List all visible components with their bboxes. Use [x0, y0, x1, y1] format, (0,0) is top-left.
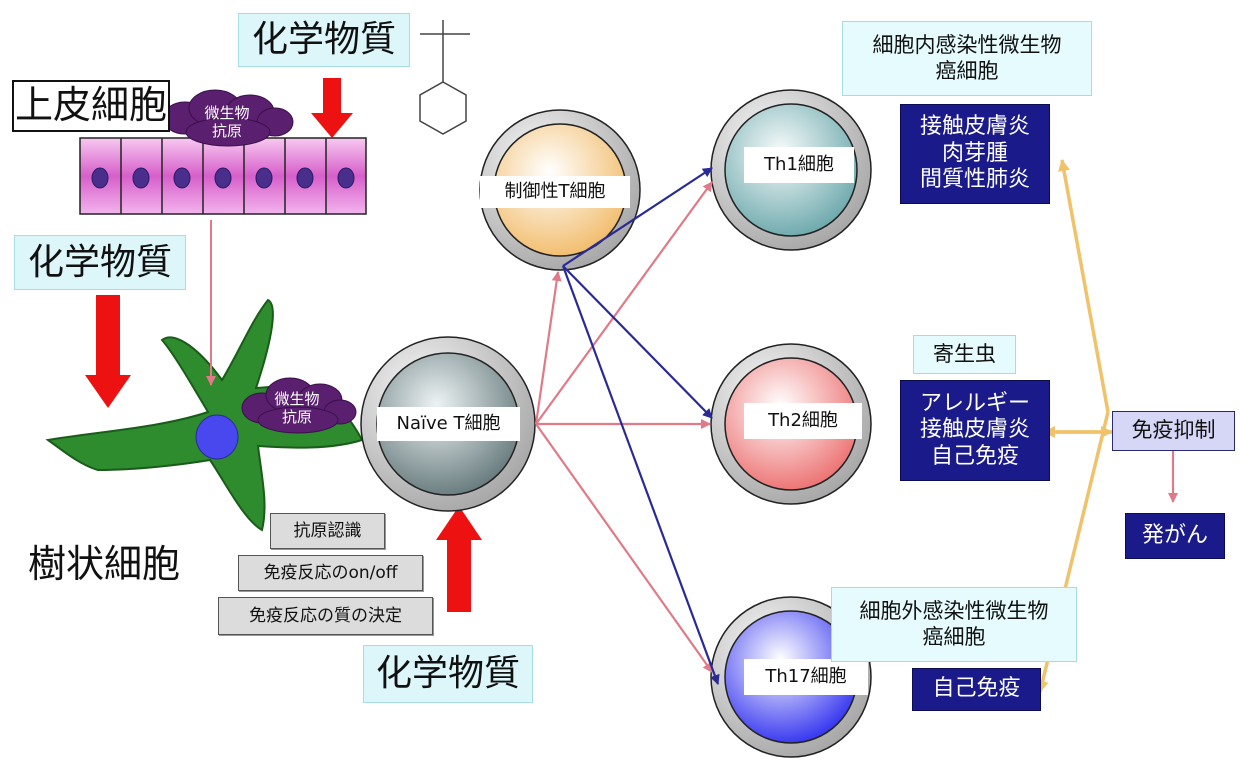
chemical-label-left: 化学物質	[14, 235, 186, 290]
chemical-label-bottom: 化学物質	[363, 645, 533, 703]
th2-cell-label: Th2細胞	[744, 403, 862, 439]
th2-disease-label: アレルギー 接触皮膚炎 自己免疫	[900, 380, 1050, 481]
microbe-cloud-1	[162, 89, 294, 147]
th2-target-label: 寄生虫	[913, 335, 1016, 374]
microbe-cloud-2	[241, 377, 357, 434]
chemical-structure-icon	[419, 20, 470, 135]
immunosuppression-label: 免疫抑制	[1112, 411, 1235, 451]
epithelial-layer	[79, 137, 367, 215]
th1-disease-label: 接触皮膚炎 肉芽腫 間質性肺炎	[900, 104, 1050, 204]
chemical-label-top: 化学物質	[238, 13, 410, 67]
immune-quality-box: 免疫反応の質の決定	[218, 597, 433, 635]
dendritic-cell-shape	[45, 298, 364, 532]
red-arrows	[85, 78, 482, 612]
immune-onoff-box: 免疫反応のon/off	[238, 555, 423, 591]
th17-cell-label: Th17細胞	[744, 659, 868, 695]
th17-target-label: 細胞外感染性微生物 癌細胞	[831, 587, 1077, 662]
naive-t-cell-label: Naïve T細胞	[377, 407, 520, 441]
dendritic-cell-label: 樹状細胞	[27, 542, 180, 587]
cancer-label: 発がん	[1125, 513, 1225, 559]
naive-differentiation-arrows	[534, 181, 713, 673]
epithelial-cell-label: 上皮細胞	[12, 80, 170, 132]
antigen-recognition-box: 抗原認識	[270, 513, 385, 549]
th1-cell-label: Th1細胞	[744, 147, 854, 183]
th1-target-label: 細胞内感染性微生物 癌細胞	[842, 21, 1092, 96]
treg-cell-label: 制御性T細胞	[480, 176, 630, 208]
microbe-antigen-label-1: 微生物 抗原	[204, 104, 250, 140]
treg-suppression-arrows	[561, 167, 720, 685]
microbe-antigen-label-2: 微生物 抗原	[274, 390, 320, 426]
th17-disease-label: 自己免疫	[912, 668, 1041, 711]
